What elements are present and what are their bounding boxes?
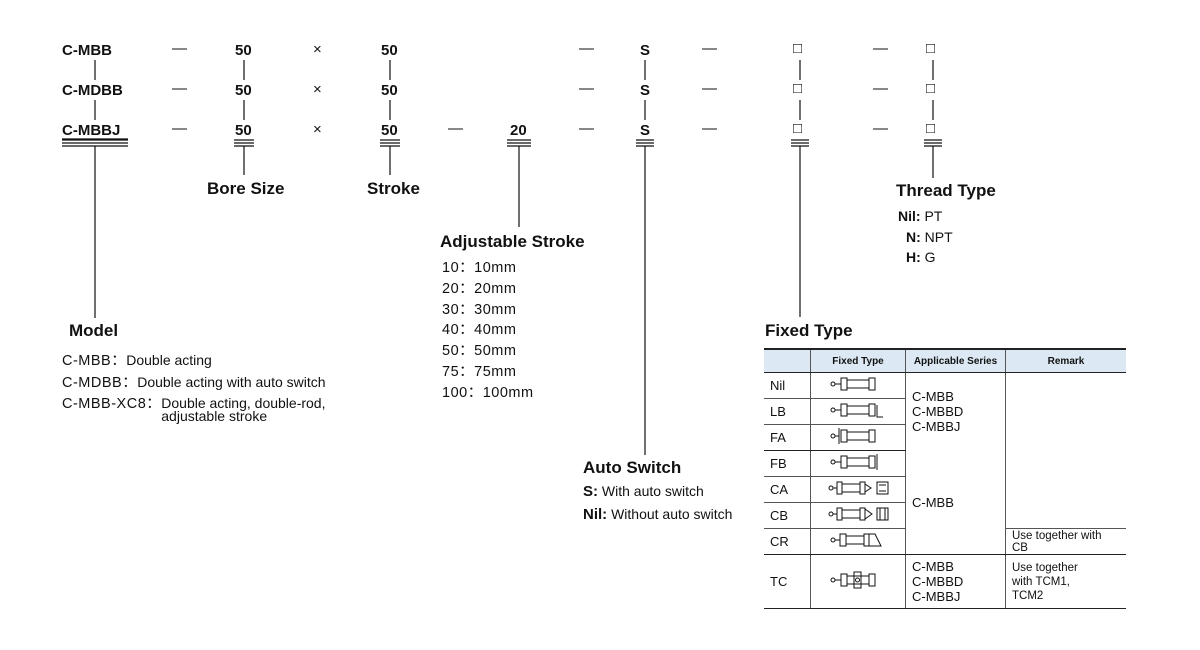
dash-row1-c: — (702, 40, 717, 57)
remark-tc: Use together with TCM1, TCM2 (1005, 554, 1126, 609)
model-heading: Model (69, 321, 119, 340)
row-code-ca: CA (764, 476, 811, 503)
switch-row3: S (640, 122, 651, 139)
cylinder-icon-nil (810, 372, 906, 399)
bore-row2: 50 (235, 82, 252, 99)
row-code-nil: Nil (764, 372, 811, 399)
adjustable-stroke-list: 10：10mm 20：20mm 30：30mm 40：40mm 50：50mm … (442, 258, 534, 404)
header-remark: Remark (1005, 348, 1126, 373)
times-row2: × (313, 81, 322, 98)
dash-row2-d: — (873, 80, 888, 97)
switch-row2: S (640, 82, 651, 99)
auto-switch-heading: Auto Switch (583, 458, 682, 477)
thread-box-row2: □ (926, 80, 936, 97)
dash-row3-d: — (873, 120, 888, 137)
thread-option-n: N: NPT (906, 228, 953, 245)
row-code-fb: FB (764, 450, 811, 477)
dash-row1-a: — (172, 40, 187, 57)
cylinder-icon-tc (810, 554, 906, 609)
fixed-box-row2: □ (793, 80, 803, 97)
switch-option-s: S: With auto switch (583, 483, 704, 500)
thread-type-list: Nil: PT N: NPT H: G (898, 206, 953, 268)
cylinder-icon-cr (810, 528, 906, 555)
model-list: C-MBB：Double acting C-MDBB：Double acting… (62, 350, 326, 423)
series-group3: C-MBB C-MBBD C-MBBJ (905, 554, 1006, 609)
cylinder-icon-lb (810, 398, 906, 425)
dash-row2-c: — (702, 80, 717, 97)
thread-option-h: H: G (906, 249, 936, 265)
fixed-type-table: Fixed Type Applicable Series Remark Nil … (764, 348, 1126, 609)
dash-row1-b: — (579, 40, 594, 57)
cylinder-icon-fa (810, 424, 906, 451)
thread-option-nil: Nil: PT (898, 208, 943, 224)
adjustable-stroke-heading: Adjustable Stroke (440, 232, 585, 251)
stroke-row3: 50 (381, 122, 398, 139)
auto-switch-list: S: With auto switch Nil: Without auto sw… (583, 480, 732, 526)
dash-row3-a: — (172, 120, 187, 137)
adj-option: 30：30mm (442, 301, 517, 318)
fixed-type-heading: Fixed Type (765, 321, 853, 340)
fixed-box-row3: □ (793, 120, 803, 137)
dash-row3-b: — (579, 120, 594, 137)
model-option: C-MBB-XC8： Double acting, double-rod,adj… (62, 395, 326, 424)
bore-row1: 50 (235, 42, 252, 59)
thread-type-heading: Thread Type (896, 181, 996, 200)
adj-option: 10：10mm (442, 260, 517, 276)
switch-option-nil: Nil: Without auto switch (583, 506, 733, 523)
row-code-fa: FA (764, 424, 811, 451)
dash-row3-adj: — (448, 120, 463, 137)
cylinder-icon-ca (810, 476, 906, 503)
adj-option: 40：40mm (442, 322, 517, 339)
series-group2: C-MBB (905, 450, 1006, 555)
header-fixed-type: Fixed Type (810, 348, 906, 373)
dash-row2-b: — (579, 80, 594, 97)
adj-option: 100：100mm (442, 384, 534, 401)
row-code-tc: TC (764, 554, 811, 609)
dash-row1-d: — (873, 40, 888, 57)
remark-group2 (1005, 450, 1126, 529)
series-group1: C-MBB C-MBBD C-MBBJ (905, 372, 1006, 451)
thread-box-row1: □ (926, 40, 936, 57)
adj-option: 20：20mm (442, 280, 517, 297)
bore-size-heading: Bore Size (207, 179, 285, 198)
model-code-row3: C-MBBJ (62, 122, 121, 139)
times-row3: × (313, 121, 322, 138)
cylinder-icon-cb (810, 502, 906, 529)
model-option: C-MBB：Double acting (62, 352, 212, 369)
header-applicable-series: Applicable Series (905, 348, 1006, 373)
row-code-cr: CR (764, 528, 811, 555)
thread-box-row3: □ (926, 120, 936, 137)
fixed-box-row1: □ (793, 40, 803, 57)
row-code-lb: LB (764, 398, 811, 425)
adj-option: 50：50mm (442, 343, 517, 360)
dash-row3-c: — (702, 120, 717, 137)
model-code-row2: C-MDBB (62, 82, 123, 99)
header-code (764, 348, 811, 373)
stroke-heading: Stroke (367, 179, 420, 198)
stroke-row2: 50 (381, 82, 398, 99)
times-row1: × (313, 41, 322, 58)
adj-option: 75：75mm (442, 363, 517, 380)
remark-cr: Use together with CB (1005, 528, 1126, 555)
model-option: C-MDBB：Double acting with auto switch (62, 374, 326, 391)
bore-row3: 50 (235, 122, 252, 139)
stroke-row1: 50 (381, 42, 398, 59)
adjustable-row3: 20 (510, 122, 527, 139)
model-code-row1: C-MBB (62, 42, 112, 59)
dash-row2-a: — (172, 80, 187, 97)
row-code-cb: CB (764, 502, 811, 529)
cylinder-icon-fb (810, 450, 906, 477)
switch-row1: S (640, 42, 651, 59)
